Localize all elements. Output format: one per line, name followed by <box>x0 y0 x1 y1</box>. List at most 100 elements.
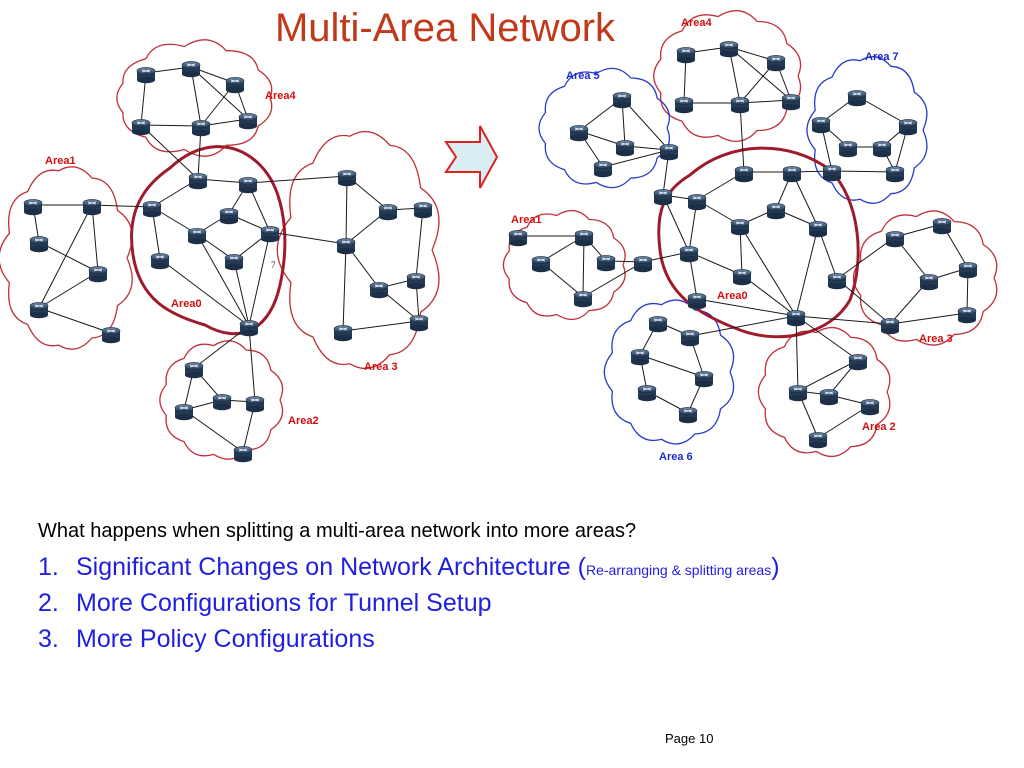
router-icon <box>885 230 905 248</box>
left-area4-cloud <box>116 39 273 157</box>
router-icon <box>782 165 802 183</box>
left-link <box>269 231 347 245</box>
router-icon <box>573 290 593 308</box>
router-icon <box>847 89 867 107</box>
router-icon <box>101 326 121 344</box>
router-icon <box>919 273 939 291</box>
router-icon <box>88 265 108 283</box>
router-icon <box>719 40 739 58</box>
left-link <box>248 325 256 403</box>
router-icon <box>225 76 245 94</box>
router-icon <box>633 255 653 273</box>
router-icon <box>238 112 258 130</box>
right-link <box>836 236 896 280</box>
router-icon <box>131 118 151 136</box>
right-link <box>739 102 745 173</box>
router-icon <box>653 188 673 206</box>
list-item: 1.Significant Changes on Network Archite… <box>38 553 780 581</box>
router-icon <box>766 54 786 72</box>
network-diagram: Area4 Area1 Area0 Area 3 Area2 7 Area4 A… <box>0 10 998 463</box>
right-link <box>797 359 859 392</box>
right-link <box>696 298 797 317</box>
left-link <box>233 259 250 327</box>
router-icon <box>181 60 201 78</box>
router-icon <box>82 198 102 216</box>
left-link <box>345 175 348 245</box>
left-area3-label: Area 3 <box>364 361 398 373</box>
router-icon <box>337 169 357 187</box>
left-link <box>415 207 424 280</box>
router-icon <box>508 229 528 247</box>
router-icon <box>406 272 426 290</box>
router-icon <box>819 388 839 406</box>
router-icon <box>860 398 880 416</box>
router-icon <box>630 348 650 366</box>
right-link <box>831 170 896 173</box>
right-area3-label: Area 3 <box>919 333 953 345</box>
consequence-list: 1.Significant Changes on Network Archite… <box>38 552 780 660</box>
left-link <box>140 124 202 127</box>
router-icon <box>678 406 698 424</box>
router-icon <box>191 119 211 137</box>
right-link <box>728 46 792 101</box>
right-area1-label: Area1 <box>511 214 542 226</box>
router-icon <box>788 384 808 402</box>
router-icon <box>838 140 858 158</box>
right-area4-label: Area4 <box>681 17 712 29</box>
left-link <box>342 320 420 332</box>
router-icon <box>781 93 801 111</box>
router-icon <box>615 139 635 157</box>
left-area1-label: Area1 <box>45 155 76 167</box>
router-icon <box>674 96 694 114</box>
right-link <box>739 224 797 317</box>
left-area3-cloud <box>276 130 440 370</box>
router-icon <box>659 143 679 161</box>
router-icon <box>233 445 253 463</box>
router-icon <box>187 227 207 245</box>
left-area4-label: Area4 <box>265 90 296 102</box>
right-area0-label: Area0 <box>717 290 748 302</box>
router-icon <box>730 218 750 236</box>
right-area0-ring <box>657 146 860 339</box>
router-icon <box>848 353 868 371</box>
router-icon <box>409 314 429 332</box>
router-icon <box>808 220 828 238</box>
left-area0-label: Area0 <box>171 298 202 310</box>
router-icon <box>150 252 170 270</box>
router-icon <box>531 255 551 273</box>
router-icon <box>827 272 847 290</box>
right-link <box>582 261 644 298</box>
right-area5-label: Area 5 <box>566 70 600 82</box>
router-icon <box>957 306 977 324</box>
left-link <box>38 271 99 309</box>
left-link <box>91 204 99 273</box>
right-link <box>621 97 670 151</box>
right-area7-cloud <box>806 56 928 204</box>
router-icon <box>885 165 905 183</box>
router-icon <box>898 118 918 136</box>
router-icon <box>766 202 786 220</box>
router-icon <box>569 124 589 142</box>
left-link <box>247 175 348 184</box>
left-area1-cloud <box>0 166 133 350</box>
router-icon <box>260 225 280 243</box>
router-icon <box>413 201 433 219</box>
left-link <box>248 231 271 327</box>
right-link <box>889 312 968 325</box>
left-link <box>38 307 112 334</box>
transform-arrow <box>444 125 499 189</box>
router-icon <box>245 395 265 413</box>
router-icon <box>174 403 194 421</box>
router-icon <box>932 217 952 235</box>
router-icon <box>369 281 389 299</box>
right-link <box>795 315 859 361</box>
left-link <box>140 124 199 180</box>
left-area2-label: Area2 <box>288 415 319 427</box>
router-icon <box>637 384 657 402</box>
router-icon <box>730 96 750 114</box>
router-icon <box>811 116 831 134</box>
router-icon <box>219 207 239 225</box>
router-icon <box>238 176 258 194</box>
router-icon <box>378 203 398 221</box>
router-icon <box>333 324 353 342</box>
